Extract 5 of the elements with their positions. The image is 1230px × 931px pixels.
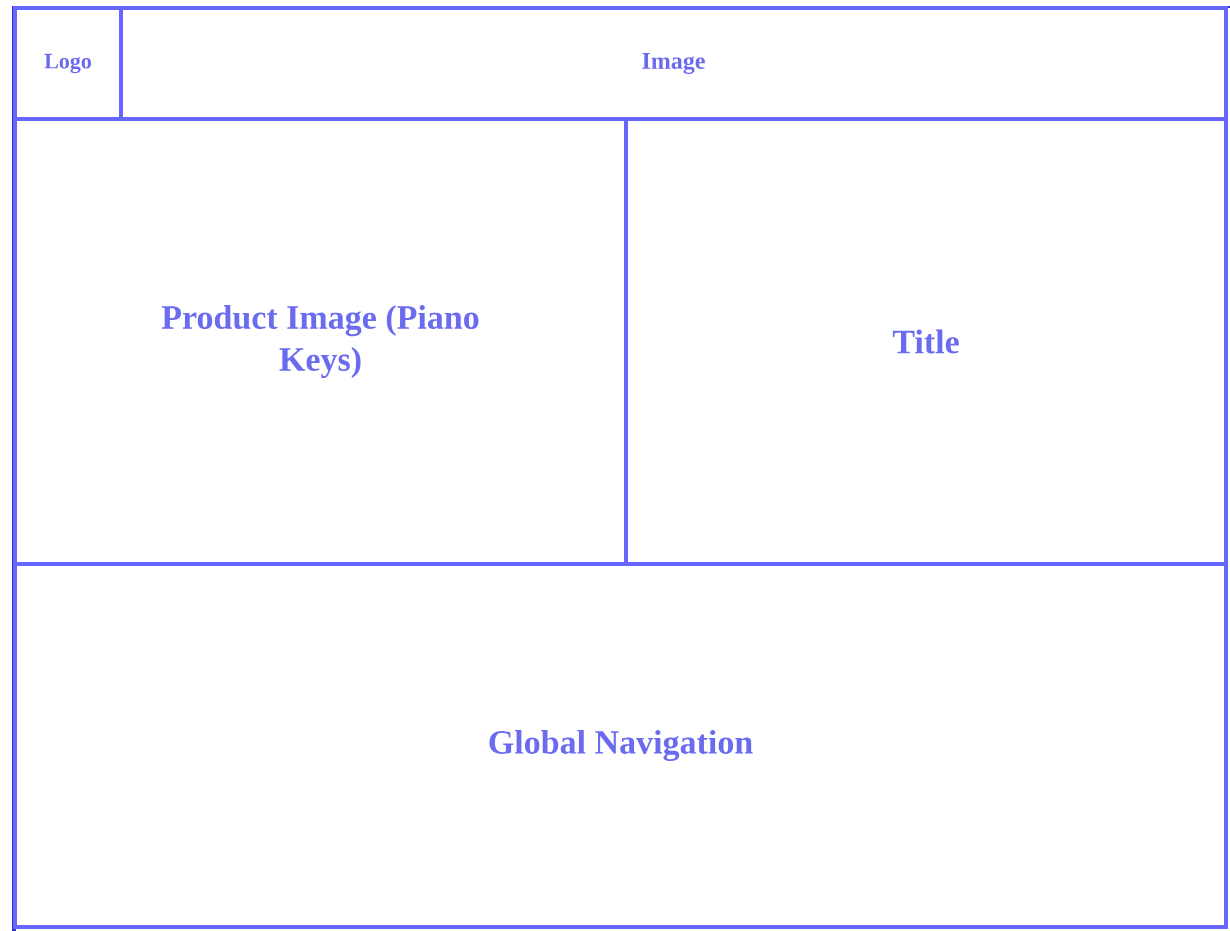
- corner-placeholder-box: Logo: [13, 6, 123, 121]
- title-box: Title: [624, 117, 1228, 566]
- banner-image-box: Image: [119, 6, 1228, 121]
- product-image-box: Product Image (Piano Keys): [13, 117, 628, 566]
- navigation-box: Global Navigation: [13, 562, 1228, 929]
